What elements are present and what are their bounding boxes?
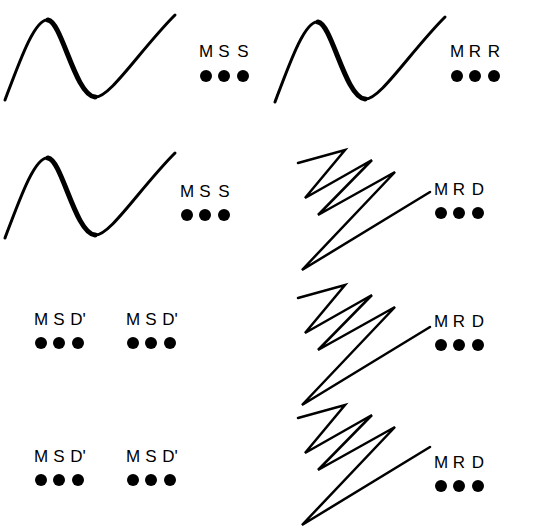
solfege-syllable: M (34, 311, 48, 328)
solfege-syllable: M (434, 454, 448, 471)
solfege-syllable: D (472, 181, 484, 198)
solfege-syllable: R (469, 43, 481, 60)
solfege-syllable: R (453, 313, 465, 330)
solfege-syllable: D' (162, 448, 178, 465)
solfege-syllable: R (453, 454, 465, 471)
solfege-syllable: S (237, 43, 248, 60)
beat-dots (35, 70, 500, 492)
solfege-syllable: S (218, 183, 229, 200)
solfege-syllable: S (218, 43, 229, 60)
solfege-syllable: D' (70, 311, 86, 328)
zigzag-contour (298, 150, 430, 270)
solfege-syllable: D (472, 313, 484, 330)
melodic-curve (5, 153, 175, 238)
solfege-syllable: R (488, 43, 500, 60)
solfege-syllable: M (434, 181, 448, 198)
solfege-syllable: M (34, 448, 48, 465)
zigzag-contour (298, 285, 430, 405)
solfege-syllable: M (434, 313, 448, 330)
solfege-syllable: M (199, 43, 213, 60)
solfege-syllable: M (180, 183, 194, 200)
solfege-syllable: R (453, 181, 465, 198)
solfege-syllable: S (199, 183, 210, 200)
solfege-syllable: S (145, 311, 156, 328)
solfege-syllable: D' (162, 311, 178, 328)
zigzag-contour (298, 405, 430, 525)
solfege-syllable: M (126, 448, 140, 465)
solfege-syllable: S (53, 311, 64, 328)
solfege-syllable: S (53, 448, 64, 465)
melodic-curve (275, 17, 445, 102)
solfege-syllable: D (472, 454, 484, 471)
solfege-syllable: M (126, 311, 140, 328)
solfege-syllable: D' (70, 448, 86, 465)
solfege-syllable: M (450, 43, 464, 60)
melodic-curve (5, 15, 175, 100)
solfege-syllable: S (145, 448, 156, 465)
